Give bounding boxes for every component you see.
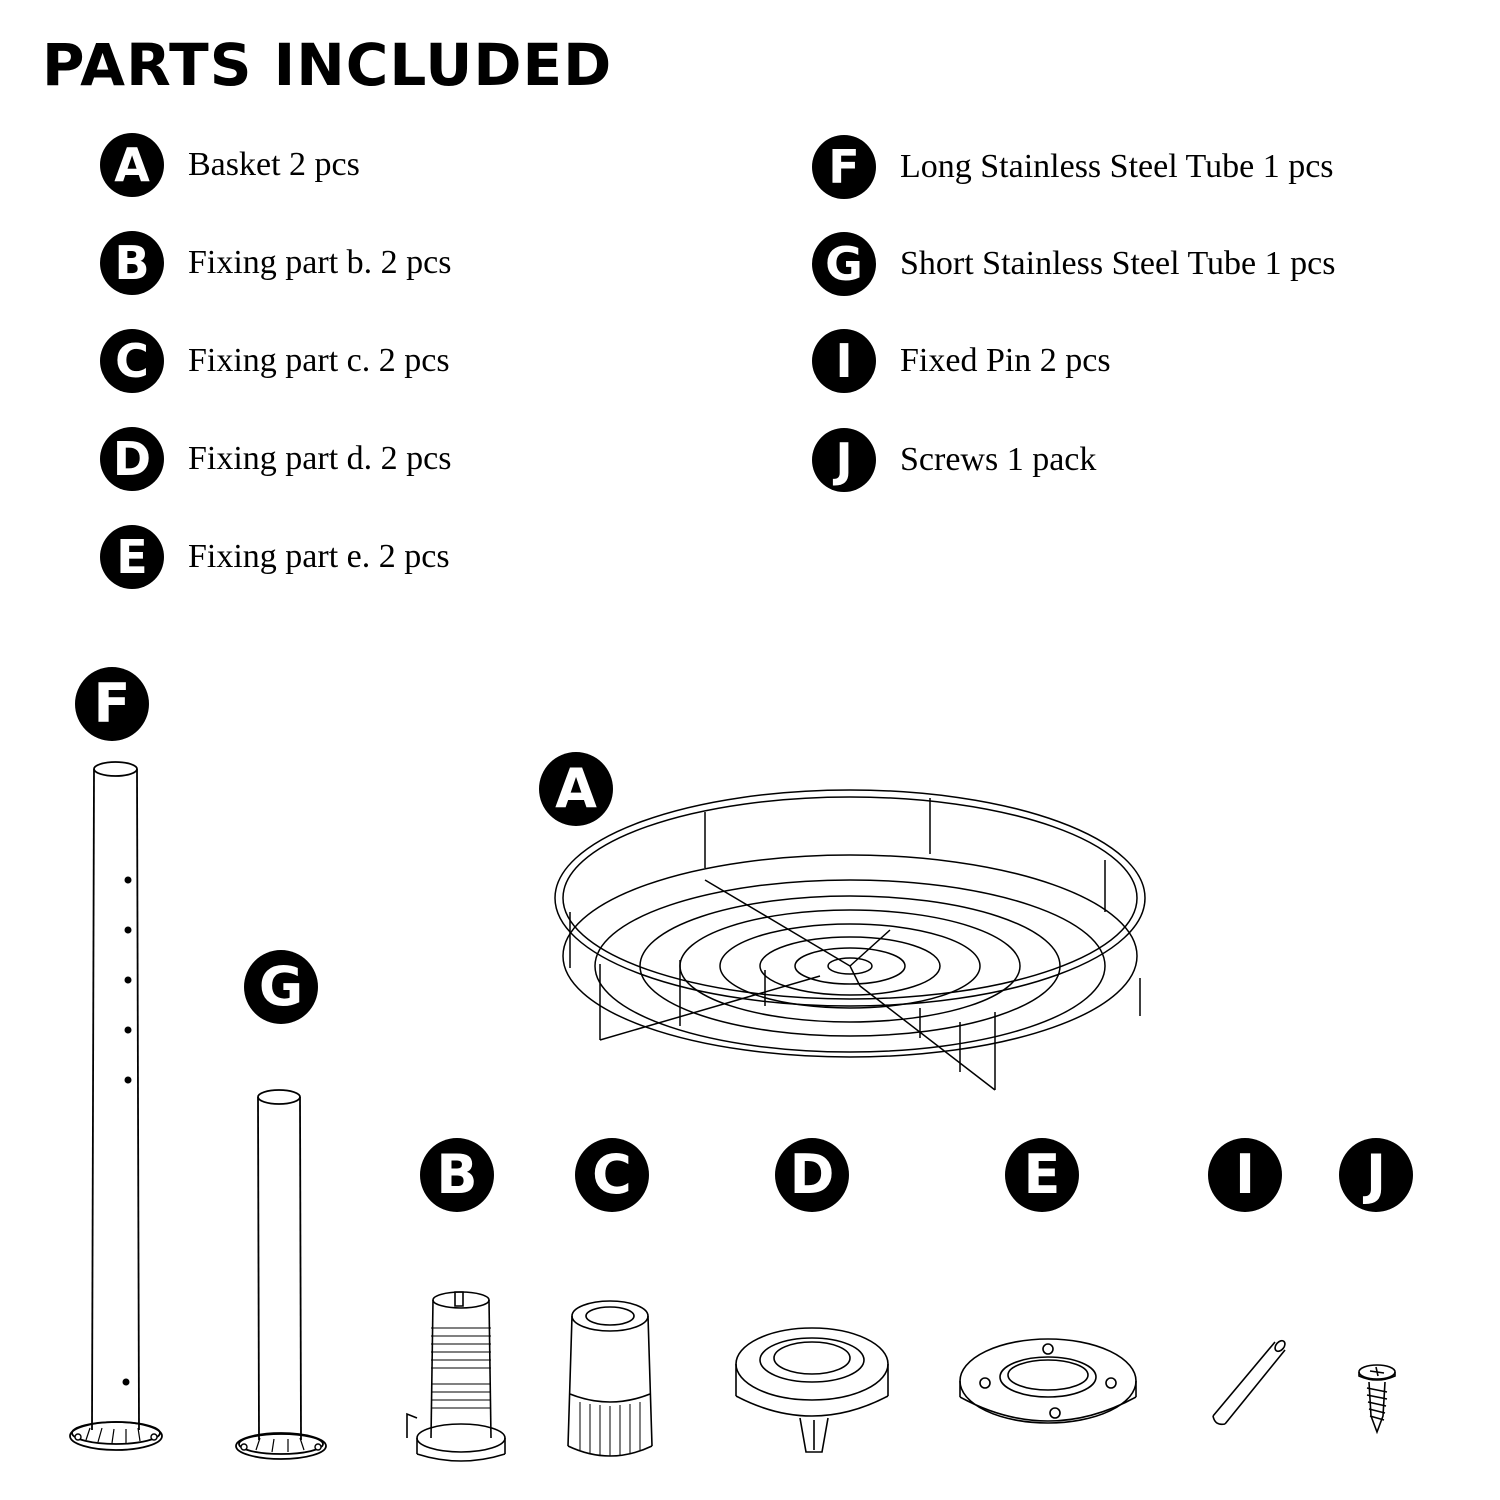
part-label-f: Long Stainless Steel Tube 1 pcs: [900, 148, 1334, 185]
figure-badge-b: B: [420, 1138, 494, 1212]
list-item-b: B Fixing part b. 2 pcs: [100, 230, 451, 296]
fixing-part-c-drawing: [558, 1298, 668, 1468]
long-tube-drawing: [60, 752, 170, 1472]
part-label-c: Fixing part c. 2 pcs: [188, 342, 450, 379]
part-label-d: Fixing part d. 2 pcs: [188, 440, 452, 477]
list-item-a: A Basket 2 pcs: [100, 132, 360, 198]
list-item-d: D Fixing part d. 2 pcs: [100, 426, 451, 492]
list-item-i: I Fixed Pin 2 pcs: [812, 328, 1111, 394]
figure-badge-c: C: [575, 1138, 649, 1212]
list-item-g: G Short Stainless Steel Tube 1 pcs: [812, 231, 1335, 297]
letter-badge-c: C: [100, 329, 164, 393]
list-item-e: E Fixing part e. 2 pcs: [100, 524, 450, 590]
letter-badge-a: A: [100, 133, 164, 197]
part-label-a: Basket 2 pcs: [188, 146, 360, 183]
list-item-f: F Long Stainless Steel Tube 1 pcs: [812, 134, 1334, 200]
basket-drawing: [550, 780, 1160, 1100]
figure-badge-d: D: [775, 1138, 849, 1212]
letter-badge-b: B: [100, 231, 164, 295]
part-label-b: Fixing part b. 2 pcs: [188, 244, 452, 281]
fixing-part-e-drawing: [955, 1335, 1145, 1455]
list-item-c: C Fixing part c. 2 pcs: [100, 328, 450, 394]
figure-badge-j: J: [1339, 1138, 1413, 1212]
letter-badge-g: G: [812, 232, 876, 296]
fixed-pin-drawing: [1205, 1332, 1295, 1432]
page-title: PARTS INCLUDED: [42, 31, 613, 99]
figure-badge-g: G: [244, 950, 318, 1024]
part-label-j: Screws 1 pack: [900, 441, 1097, 478]
figure-badge-i: I: [1208, 1138, 1282, 1212]
letter-badge-j: J: [812, 428, 876, 492]
short-tube-drawing: [228, 1080, 338, 1480]
letter-badge-e: E: [100, 525, 164, 589]
figure-badge-e: E: [1005, 1138, 1079, 1212]
list-item-j: J Screws 1 pack: [812, 427, 1096, 493]
part-label-i: Fixed Pin 2 pcs: [900, 342, 1111, 379]
letter-badge-d: D: [100, 427, 164, 491]
fixing-part-d-drawing: [730, 1320, 900, 1460]
letter-badge-i: I: [812, 329, 876, 393]
part-label-g: Short Stainless Steel Tube 1 pcs: [900, 245, 1336, 282]
letter-badge-f: F: [812, 135, 876, 199]
part-label-e: Fixing part e. 2 pcs: [188, 538, 450, 575]
figure-badge-f: F: [75, 667, 149, 741]
screw-drawing: [1352, 1360, 1402, 1440]
fixing-part-b-drawing: [405, 1288, 525, 1468]
figure-badge-a: A: [539, 752, 613, 826]
